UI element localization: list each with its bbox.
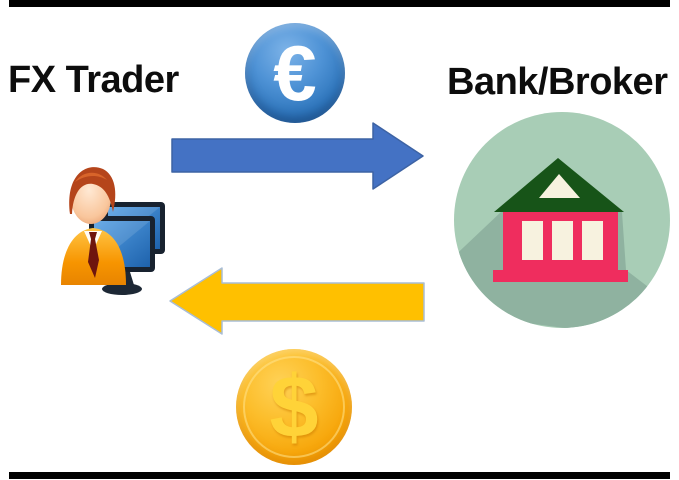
euro-flow-arrow-right <box>171 122 424 190</box>
euro-coin-icon: € <box>245 23 345 123</box>
dollar-symbol: $ <box>269 357 319 456</box>
trader-at-computers-icon <box>61 167 165 295</box>
dollar-flow-arrow-left <box>169 267 425 335</box>
bottom-border-bar <box>9 472 670 479</box>
bank-building-icon <box>454 112 670 328</box>
trader-person-icon <box>61 167 126 285</box>
bank-broker-label: Bank/Broker <box>447 61 668 103</box>
euro-symbol: € <box>273 29 317 117</box>
dollar-coin-icon: $ <box>236 349 352 465</box>
bank-building <box>493 158 628 282</box>
top-border-bar <box>9 0 670 7</box>
fx-trader-label: FX Trader <box>8 59 179 101</box>
coin-inner-ring <box>243 356 345 458</box>
